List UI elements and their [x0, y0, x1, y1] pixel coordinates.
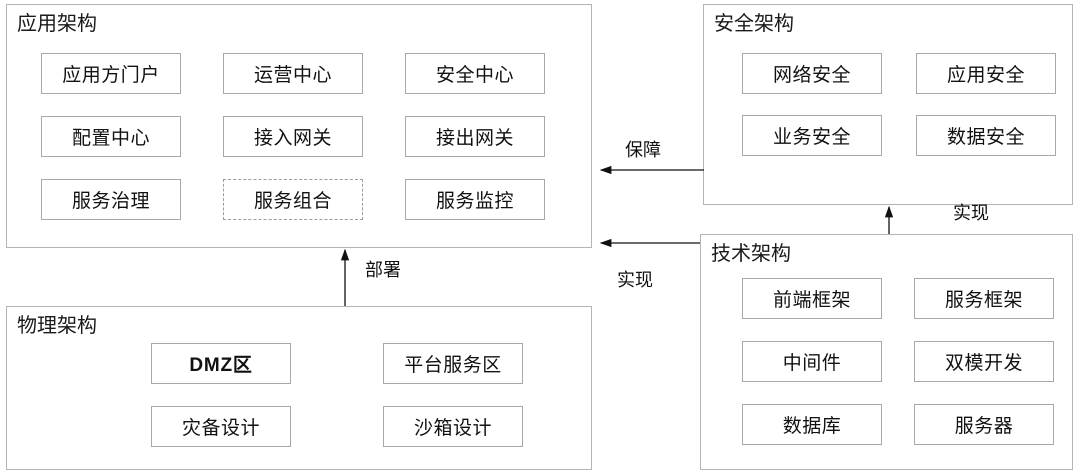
node-service-governance[interactable]: 服务治理 [41, 179, 181, 220]
node-application-portal[interactable]: 应用方门户 [41, 53, 181, 94]
panel-application-architecture[interactable]: 应用架构 应用方门户 运营中心 安全中心 配置中心 接入网关 接出网关 服务治理… [6, 4, 592, 248]
panel-technical-architecture[interactable]: 技术架构 前端框架 服务框架 中间件 双模开发 数据库 服务器 [700, 234, 1073, 470]
node-database[interactable]: 数据库 [742, 404, 882, 445]
node-frontend-framework[interactable]: 前端框架 [742, 278, 882, 319]
edge-label-guarantee: 保障 [625, 140, 661, 160]
node-server[interactable]: 服务器 [914, 404, 1054, 445]
panel-security-architecture[interactable]: 安全架构 网络安全 应用安全 业务安全 数据安全 [703, 4, 1073, 205]
edge-label-deploy: 部署 [365, 260, 401, 280]
node-disaster-recovery-design[interactable]: 灾备设计 [151, 406, 291, 447]
node-sandbox-design[interactable]: 沙箱设计 [383, 406, 523, 447]
node-config-center[interactable]: 配置中心 [41, 116, 181, 157]
node-operation-center[interactable]: 运营中心 [223, 53, 363, 94]
node-service-framework[interactable]: 服务框架 [914, 278, 1054, 319]
panel-physical-architecture[interactable]: 物理架构 DMZ区 平台服务区 灾备设计 沙箱设计 [6, 306, 592, 470]
node-middleware[interactable]: 中间件 [742, 341, 882, 382]
node-application-security[interactable]: 应用安全 [916, 53, 1056, 94]
node-data-security[interactable]: 数据安全 [916, 115, 1056, 156]
panel-title-physical: 物理架构 [17, 315, 97, 337]
node-security-center[interactable]: 安全中心 [405, 53, 545, 94]
edge-label-implement-security: 实现 [953, 203, 989, 223]
node-service-composition[interactable]: 服务组合 [223, 179, 363, 220]
node-platform-service-zone[interactable]: 平台服务区 [383, 343, 523, 384]
node-business-security[interactable]: 业务安全 [742, 115, 882, 156]
node-network-security[interactable]: 网络安全 [742, 53, 882, 94]
node-service-monitoring[interactable]: 服务监控 [405, 179, 545, 220]
node-ingress-gateway[interactable]: 接入网关 [223, 116, 363, 157]
panel-title-technical: 技术架构 [711, 243, 791, 265]
node-dmz-zone[interactable]: DMZ区 [151, 343, 291, 384]
panel-title-security: 安全架构 [714, 13, 794, 35]
edge-label-implement-application: 实现 [617, 270, 653, 290]
node-dual-mode-development[interactable]: 双模开发 [914, 341, 1054, 382]
panel-title-application: 应用架构 [17, 13, 97, 35]
node-egress-gateway[interactable]: 接出网关 [405, 116, 545, 157]
